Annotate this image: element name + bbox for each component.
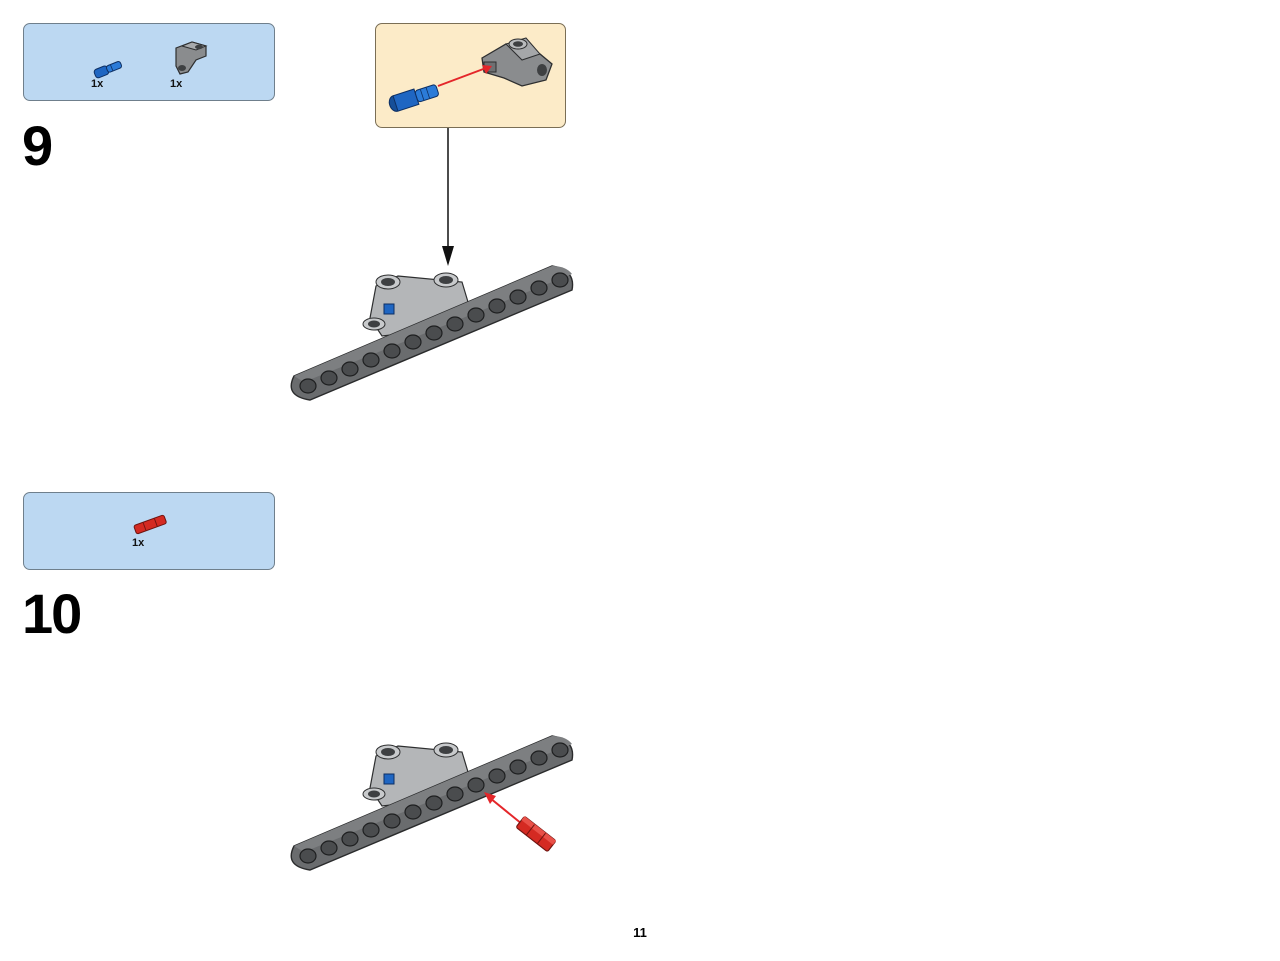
subassembly-illustration [388, 37, 553, 112]
gray-angle-connector-icon [175, 41, 208, 75]
part-quantity: 1x [91, 78, 104, 90]
part-quantity: 1x [132, 537, 145, 549]
part-quantity: 1x [170, 78, 183, 90]
page-number: 11 [633, 925, 647, 940]
blue-pin-icon [93, 61, 122, 79]
step-number: 10 [22, 582, 82, 645]
step-number: 9 [22, 114, 53, 177]
gray-angle-connector-icon [481, 37, 553, 87]
parts-callout-step-9: 1x 1x [23, 23, 275, 101]
red-axle-pin-icon [516, 816, 557, 852]
attach-arrow [442, 128, 454, 266]
red-axle-pin-icon [133, 514, 167, 535]
parts-callout-step-10: 1x [23, 492, 275, 570]
beam-assembly-step-10 [290, 735, 574, 871]
beam-assembly-step-9 [290, 265, 574, 401]
blue-pin-icon [388, 84, 439, 112]
subassembly-callout [375, 23, 566, 128]
insertion-arrow [489, 797, 523, 825]
insertion-arrow [437, 67, 487, 87]
